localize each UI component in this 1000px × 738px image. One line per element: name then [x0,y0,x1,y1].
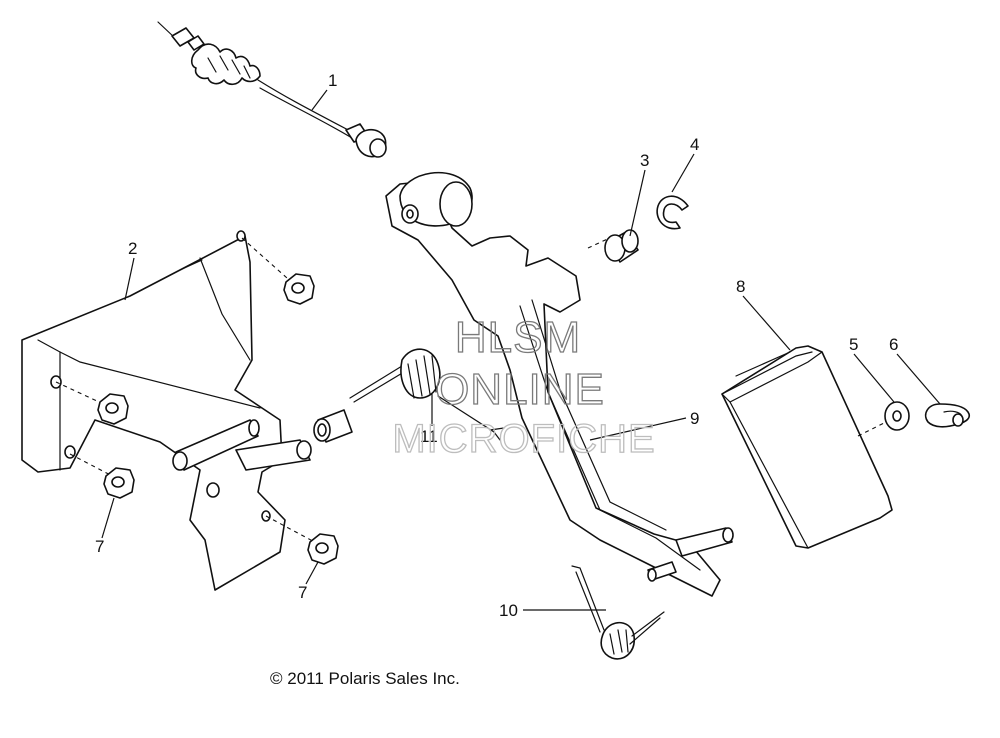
copyright-text: © 2011 Polaris Sales Inc. [270,669,460,688]
callout-1: 1 [328,71,337,90]
part-6-clip[interactable] [924,403,971,428]
part-7-nut-left-upper[interactable] [97,393,129,425]
watermark-line-1: HLSM [455,313,581,362]
callout-7-left: 7 [95,537,104,556]
part-2-bracket[interactable] [21,230,312,591]
callout-6: 6 [889,335,898,354]
part-7-nut-left-lower[interactable] [103,467,135,499]
callout-11: 11 [420,427,438,446]
part-3-bushing[interactable] [604,229,639,263]
callout-7-lower: 7 [298,583,307,602]
watermark-line-2: ONLINE [435,365,605,414]
part-7-nut-lower[interactable] [307,533,339,565]
callout-5: 5 [849,335,858,354]
part-11-spring[interactable] [349,348,505,441]
part-5-washer[interactable] [884,401,910,431]
callout-9: 9 [690,409,699,428]
watermark-line-3: MICROFICHE [392,417,655,461]
part-9-pedal[interactable] [385,171,734,597]
callout-3: 3 [640,151,649,170]
part-8-pedal-pad[interactable] [721,345,893,549]
part-7-nut-upper-right[interactable] [283,273,315,305]
callout-2: 2 [128,239,137,258]
callout-4: 4 [690,135,699,154]
part-1-cable[interactable] [157,21,387,158]
part-10-spring[interactable] [571,565,665,660]
callout-8: 8 [736,277,745,296]
part-4-e-clip[interactable] [656,195,689,230]
part-11-bushing[interactable] [313,409,353,443]
callout-10: 10 [499,601,518,620]
